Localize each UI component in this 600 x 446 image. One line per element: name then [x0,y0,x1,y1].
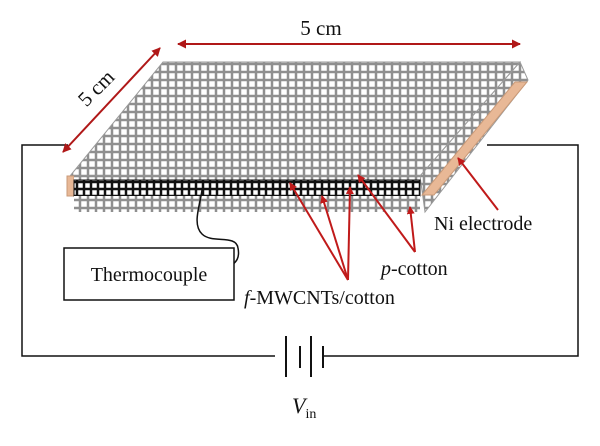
circuit-wire [21,144,579,357]
p-cotton-suffix: -cotton [391,258,448,280]
battery-symbol [285,336,324,377]
arrow-ni-electrode [457,157,499,211]
thermocouple-box [63,247,235,301]
arrow-f-mwcnt-2 [320,195,349,281]
annotation-arrows [289,157,499,281]
voltage-label: Vin [292,393,316,422]
dimension-label-top: 5 cm [300,16,341,40]
arrow-p-cotton-1 [357,174,416,253]
fabric-front-layer-upper [74,176,420,180]
f-mwcnt-label: f-MWCNTs/cotton [244,287,395,309]
f-mwcnt-suffix: -MWCNTs/cotton [250,287,395,309]
dimension-label-side: 5 cm [73,65,119,111]
arrow-p-cotton-2 [406,206,416,253]
p-cotton-prefix: p [379,258,391,280]
thermocouple-label: Thermocouple [91,264,208,286]
left-electrode-end [66,175,75,197]
ni-electrode-strip [420,81,529,196]
p-cotton-label: p-cotton [379,258,448,280]
f-mwcnt-prefix: f [244,287,252,309]
fabric-front-layer-lower [74,196,420,212]
voltage-symbol: V [292,393,308,418]
arrow-f-mwcnt-3 [345,186,354,281]
arrow-f-mwcnt-1 [289,182,349,281]
dimension-arrow-side [62,47,161,153]
voltage-subscript: in [305,407,316,422]
ni-electrode-label: Ni electrode [434,213,532,235]
thermocouple-wire [196,189,240,266]
